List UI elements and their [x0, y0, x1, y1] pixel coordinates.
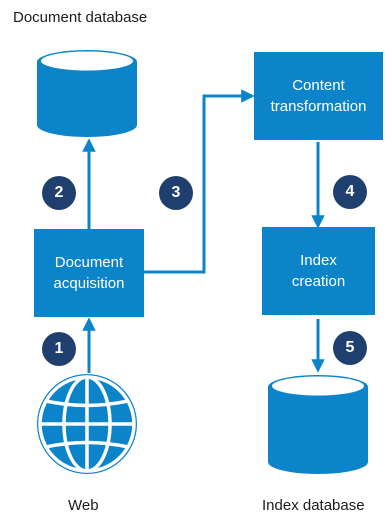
- document-acquisition-line-1: Document: [54, 254, 124, 271]
- globe-icon: [37, 374, 137, 474]
- step-badge-1: 1: [42, 332, 76, 366]
- index-creation-box: Index creation: [262, 227, 375, 315]
- document-acquisition-line-2: acquisition: [53, 275, 125, 292]
- content-transformation-line-1: Content: [292, 77, 345, 94]
- index-creation-line-1: Index: [300, 252, 337, 269]
- step-badge-3: 3: [159, 176, 193, 210]
- content-transformation-line-2: transformation: [270, 98, 367, 115]
- document-database-label: Document database: [13, 9, 148, 26]
- step-badge-4: 4: [333, 175, 367, 209]
- index-database-icon: [268, 375, 368, 474]
- step-badge-2: 2: [42, 176, 76, 210]
- document-acquisition-box: Document acquisition: [34, 229, 144, 317]
- arrow-acquisition-to-content-transformation: [144, 89, 255, 274]
- step-badge-5: 5: [333, 331, 367, 365]
- content-transformation-box: Content transformation: [254, 52, 383, 140]
- index-creation-line-2: creation: [291, 273, 346, 290]
- document-database-icon: [37, 50, 137, 137]
- index-database-label: Index database: [262, 497, 365, 514]
- web-label: Web: [68, 497, 99, 514]
